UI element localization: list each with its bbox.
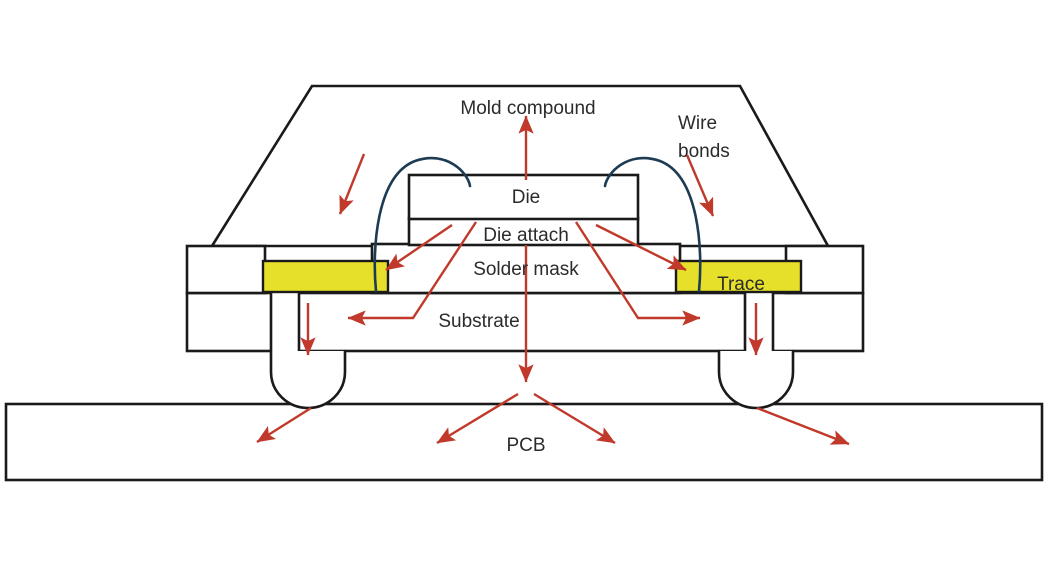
label-wire-bonds-line2: bonds bbox=[678, 141, 730, 162]
heat-arrow-mold-left bbox=[338, 153, 366, 215]
heat-arrow-die-to-left-trace bbox=[385, 224, 453, 271]
heat-arrow-right-ball-to-pcb bbox=[756, 406, 850, 446]
heat-arrow-mold-right bbox=[685, 154, 715, 217]
die-attach-body bbox=[407, 216, 640, 247]
trace-left bbox=[261, 259, 390, 294]
trace-right bbox=[674, 259, 803, 294]
die-body bbox=[407, 173, 640, 221]
pcb-body bbox=[4, 402, 1044, 482]
substrate-right-block bbox=[771, 291, 865, 353]
label-substrate: Substrate bbox=[438, 311, 519, 332]
label-die: Die bbox=[512, 187, 541, 208]
heat-arrow-substrate-right bbox=[574, 221, 701, 326]
label-pcb: PCB bbox=[506, 435, 545, 456]
label-trace: Trace bbox=[717, 274, 765, 295]
label-solder-mask: Solder mask bbox=[473, 259, 579, 280]
solder-ball-left bbox=[269, 349, 347, 410]
wire-bond-right bbox=[603, 156, 702, 293]
solder-mask-left-shoulder bbox=[185, 244, 267, 295]
heat-arrow-die-to-right-trace bbox=[595, 223, 687, 272]
label-mold-compound: Mold compound bbox=[460, 98, 595, 119]
substrate-center-block bbox=[297, 291, 747, 353]
heat-arrow-left-ball-to-pcb bbox=[256, 406, 312, 444]
heat-arrow-pcb-right bbox=[533, 392, 616, 445]
label-wire-bonds-line1: Wire bbox=[678, 113, 717, 134]
heat-arrow-pcb-left bbox=[436, 392, 519, 445]
heat-arrow-substrate-left bbox=[347, 221, 478, 326]
label-die-attach: Die attach bbox=[483, 225, 569, 246]
solder-ball-right bbox=[717, 349, 795, 410]
wire-bond-left bbox=[373, 156, 472, 293]
substrate-left-block bbox=[185, 291, 273, 353]
